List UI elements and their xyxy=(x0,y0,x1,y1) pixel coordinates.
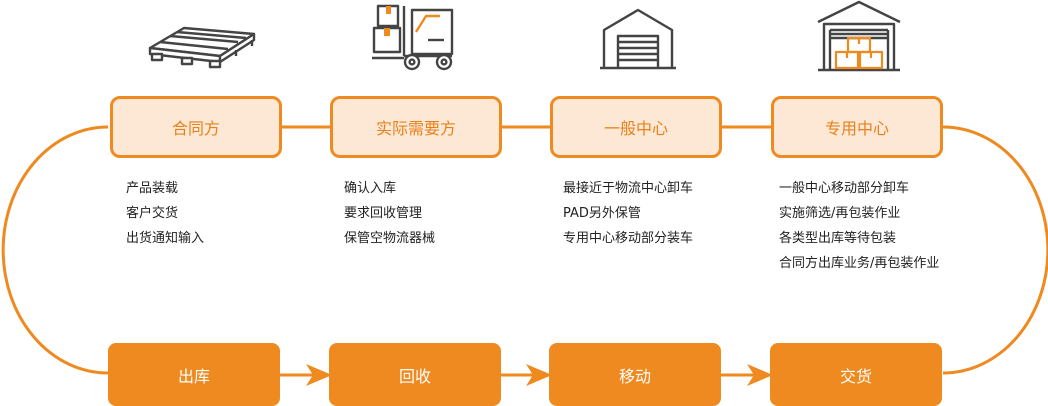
list-item: 合同方出库业务/再包装作业 xyxy=(779,256,940,271)
storage-warehouse-icon xyxy=(817,0,901,72)
process-box-transfer: 移动 xyxy=(549,343,721,406)
process-box-delivery: 交货 xyxy=(770,343,942,406)
stage-label: 一般中心 xyxy=(603,119,668,138)
process-label: 回收 xyxy=(398,366,431,386)
process-label: 移动 xyxy=(618,366,651,386)
pallet-icon xyxy=(148,26,256,69)
description-list-contract-party: 产品装载 客户交货 出货通知输入 xyxy=(126,176,204,251)
list-item: 专用中心移动部分装车 xyxy=(563,231,694,246)
arrow-bottom-3 xyxy=(720,364,773,386)
list-item: 要求回收管理 xyxy=(344,206,423,221)
process-label: 交货 xyxy=(839,366,872,386)
list-item: 一般中心移动部分卸车 xyxy=(779,181,910,196)
stage-box-general-center: 一般中心 xyxy=(550,96,722,158)
list-item: 保管空物流器械 xyxy=(344,231,436,246)
arrow-bottom-1 xyxy=(280,364,332,386)
right-loop-arc xyxy=(942,125,1048,375)
process-label: 出库 xyxy=(177,366,210,386)
description-list-actual-demand: 确认入库 要求回收管理 保管空物流器械 xyxy=(344,176,435,251)
list-item: 各类型出库等待包装 xyxy=(779,231,897,246)
process-box-recovery: 回收 xyxy=(329,343,501,406)
list-item: 产品装载 xyxy=(126,181,179,196)
warehouse-icon xyxy=(600,8,676,70)
stage-label: 专用中心 xyxy=(824,119,889,138)
description-list-dedicated-center: 一般中心移动部分卸车 实施筛选/再包装作业 各类型出库等待包装 合同方出库业务/… xyxy=(779,176,939,276)
list-item: 客户交货 xyxy=(126,206,179,221)
stage-box-dedicated-center: 专用中心 xyxy=(771,96,943,158)
arrow-bottom-2 xyxy=(500,364,552,386)
list-item: 实施筛选/再包装作业 xyxy=(779,206,901,221)
stage-label: 合同方 xyxy=(171,119,220,138)
stage-box-contract-party: 合同方 xyxy=(110,96,282,158)
list-item: 确认入库 xyxy=(344,181,397,196)
process-box-shipping: 出库 xyxy=(108,343,280,406)
list-item: 最接近于物流中心卸车 xyxy=(563,181,694,196)
stage-box-actual-demand: 实际需要方 xyxy=(330,96,502,158)
left-loop-arc xyxy=(1,125,109,375)
description-list-general-center: 最接近于物流中心卸车 PAD另外保管 专用中心移动部分装车 xyxy=(563,176,693,251)
forklift-icon xyxy=(372,4,454,71)
list-item: PAD另外保管 xyxy=(563,206,641,221)
stage-label: 实际需要方 xyxy=(375,119,456,138)
list-item: 出货通知输入 xyxy=(126,231,205,246)
